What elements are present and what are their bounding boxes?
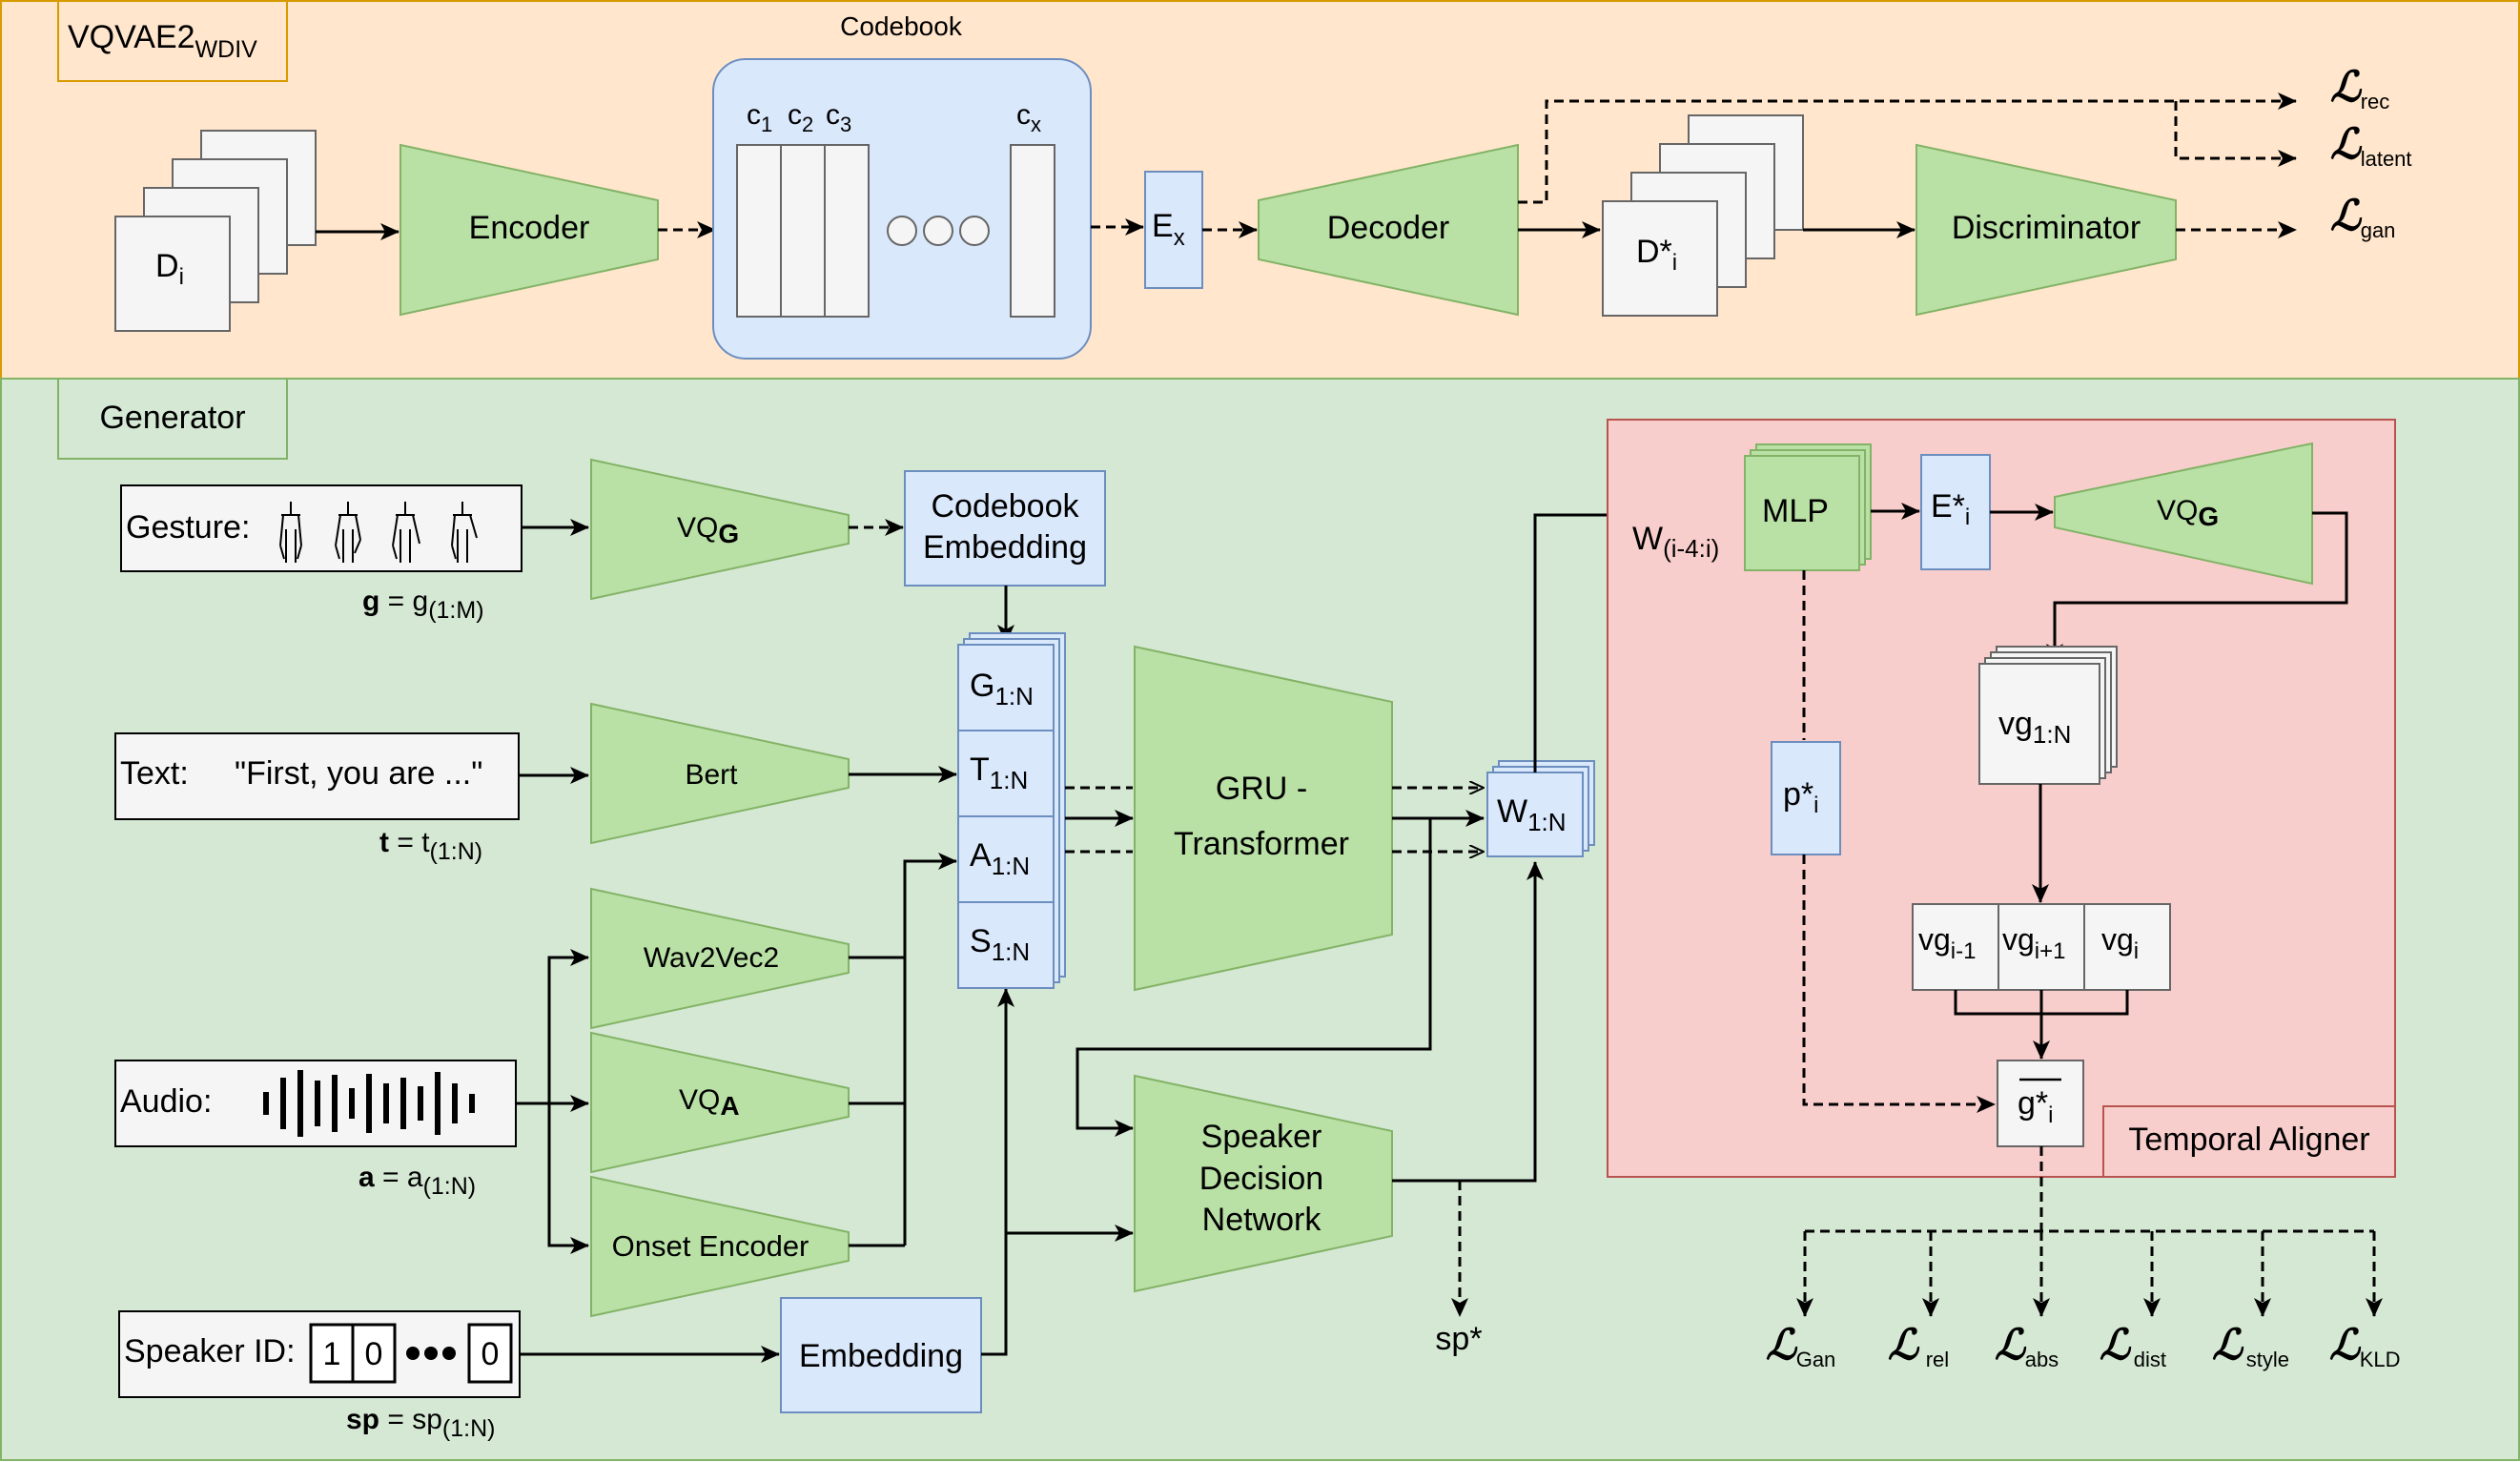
bert-block	[590, 702, 850, 845]
gru-transformer-line1: GRU -	[1216, 771, 1307, 807]
onset-encoder-block	[590, 1175, 850, 1318]
embedding-block	[780, 1297, 982, 1413]
generator-title: Generator	[99, 400, 245, 436]
decoder-block	[1258, 143, 1519, 317]
vg-stack: vg1:N	[1978, 646, 2118, 785]
mlp-label: MLP	[1762, 493, 1829, 529]
g-bar-block	[1997, 1060, 2084, 1147]
svg-text:cx: cx	[1016, 99, 1041, 136]
svg-text:c3: c3	[826, 99, 851, 136]
reconstructed-frame-label: D*i	[1636, 234, 1677, 276]
svg-text:0: 0	[481, 1336, 500, 1372]
speaker-equation: sp = sp(1:N)	[346, 1404, 495, 1442]
encoder-label: Encoder	[469, 210, 590, 246]
codebook-entries: c1 c2 c3 cx	[736, 99, 1055, 318]
audio-label: Audio:	[120, 1083, 212, 1120]
svg-text:c1: c1	[747, 99, 772, 136]
wav2vec-label: Wav2Vec2	[644, 942, 779, 974]
svg-text:vgi+1: vgi+1	[2002, 922, 2066, 964]
loss-rec: ℒrec	[2330, 64, 2389, 113]
vg-neighbors: vgi-1 vgi+1 vgi	[1912, 903, 2171, 991]
sdn-line2: Decision	[1199, 1161, 1323, 1197]
svg-text:vgi: vgi	[2101, 922, 2139, 964]
loss-latent: ℒlatent	[2330, 121, 2412, 171]
input-frames: Di	[114, 130, 317, 332]
ex-label: Ex	[1152, 208, 1185, 251]
gesture-pose-icons	[279, 502, 478, 563]
svg-text:c2: c2	[788, 99, 813, 136]
vqg-label: VQG	[677, 512, 739, 548]
embedding-label: Embedding	[799, 1338, 963, 1374]
svg-text:S1:N: S1:N	[970, 923, 1030, 966]
svg-text:T1:N: T1:N	[970, 752, 1028, 794]
svg-text:A1:N: A1:N	[970, 837, 1030, 880]
mlp-block: MLP	[1744, 443, 1872, 571]
w-stack: W1:N	[1486, 760, 1595, 857]
input-frame-label: Di	[155, 248, 184, 290]
aligner-vqg-label: VQG	[2157, 495, 2219, 531]
codebook-embedding-block	[904, 470, 1106, 587]
temporal-aligner-title-box	[2102, 1105, 2396, 1178]
gesture-label: Gesture:	[126, 509, 250, 546]
loss-kld: ℒKLD	[2329, 1322, 2401, 1371]
svg-text:1: 1	[323, 1336, 341, 1372]
reconstructed-frames: D*i	[1602, 114, 1804, 317]
encoder-block	[400, 143, 659, 317]
svg-text:W1:N: W1:N	[1497, 793, 1567, 836]
vqvae-section	[0, 0, 2520, 380]
vqa-block	[590, 1031, 850, 1174]
aligner-vqg-block	[2054, 442, 2313, 586]
speaker-id-label: Speaker ID:	[124, 1333, 296, 1369]
g-bar-label: g*i	[2018, 1085, 2053, 1128]
vqg-block	[590, 458, 850, 601]
text-label: Text:	[120, 755, 189, 792]
text-equation: t = t(1:N)	[379, 827, 482, 865]
text-value: "First, you are ..."	[235, 755, 482, 792]
svg-text:vg1:N: vg1:N	[1998, 706, 2071, 749]
codebook-embedding-line1: Codebook	[931, 488, 1079, 525]
loss-abs: ℒabs	[1995, 1322, 2059, 1371]
discriminator-label: Discriminator	[1952, 210, 2141, 246]
vqvae-title-box	[57, 0, 288, 82]
svg-text:G1:N: G1:N	[970, 668, 1034, 710]
feature-stack: G1:N T1:N A1:N S1:N	[957, 632, 1066, 989]
sdn-line1: Speaker	[1201, 1119, 1322, 1155]
gru-transformer-block	[1134, 645, 1393, 992]
loss-gan-aligner: ℒGan	[1766, 1322, 1835, 1371]
text-input	[114, 732, 520, 820]
onset-encoder-label: Onset Encoder	[612, 1229, 809, 1263]
estar-label: E*i	[1931, 488, 1970, 530]
p-star-block	[1771, 741, 1841, 855]
codebook-title: Codebook	[840, 11, 963, 41]
generator-title-box	[57, 378, 288, 460]
one-hot-vector: 1 0 0	[309, 1323, 513, 1384]
ex-block	[1144, 171, 1203, 289]
sdn-line3: Network	[1202, 1202, 1322, 1238]
decoder-label: Decoder	[1327, 210, 1450, 246]
p-star-label: p*i	[1783, 776, 1818, 818]
vqa-label: VQA	[679, 1084, 740, 1121]
waveform-icon	[263, 1070, 475, 1137]
wav2vec-block	[590, 887, 850, 1030]
svg-text:vgi-1: vgi-1	[1918, 922, 1976, 964]
sp-star-label: sp*	[1435, 1321, 1482, 1357]
loss-gan: ℒgan	[2330, 193, 2395, 242]
bert-label: Bert	[685, 759, 738, 791]
temporal-aligner-title: Temporal Aligner	[2128, 1122, 2369, 1158]
discriminator-block	[1916, 143, 2177, 317]
vqvae-title: VQVAE2WDIV	[68, 19, 257, 63]
codebook-embedding-line2: Embedding	[923, 529, 1087, 566]
w-window-label: W(i-4:i)	[1632, 521, 1719, 563]
gesture-equation: g = g(1:M)	[362, 586, 484, 624]
speaker-decision-network-block	[1134, 1074, 1393, 1293]
audio-equation: a = a(1:N)	[359, 1162, 476, 1200]
gru-transformer-line2: Transformer	[1174, 826, 1349, 862]
svg-text:0: 0	[365, 1336, 383, 1372]
